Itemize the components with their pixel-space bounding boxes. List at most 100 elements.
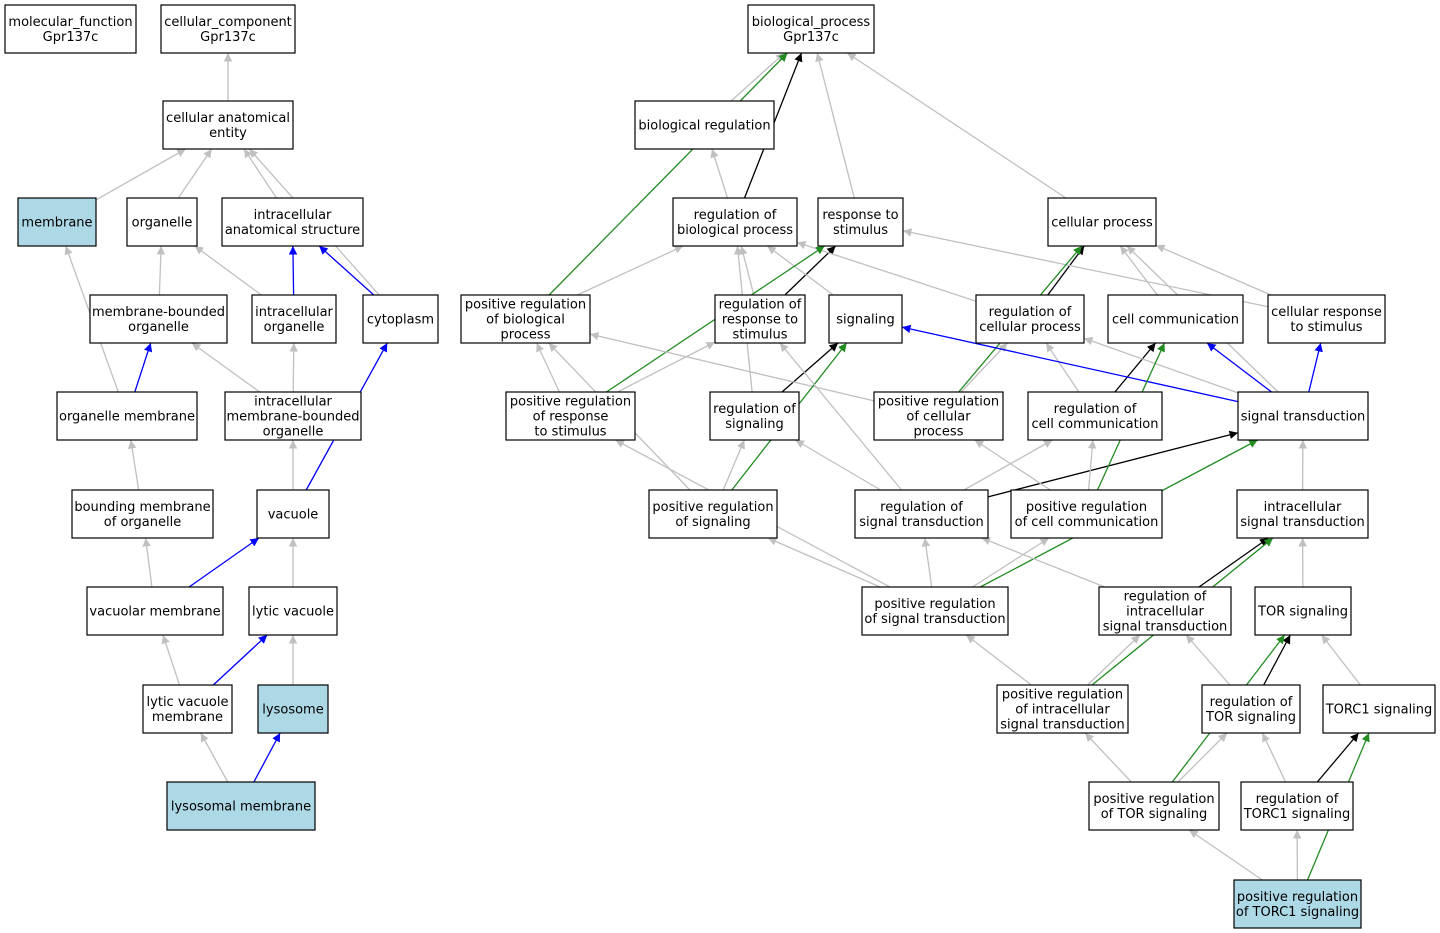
- node-label-line: bounding membrane: [74, 500, 210, 515]
- node-box: [714, 294, 806, 344]
- edge-rtor-is_a-rist: [1185, 634, 1231, 686]
- edge-lysm-is_a-lvm: [200, 732, 229, 783]
- node-box: [256, 489, 330, 539]
- node-box: [861, 586, 1009, 636]
- node-label-line: of signal transduction: [864, 612, 1005, 627]
- edge-prist-is_a-prst: [965, 634, 1032, 686]
- node-box: [89, 294, 228, 344]
- node-label-line: process: [501, 328, 551, 343]
- node-label-line: lysosomal membrane: [171, 800, 311, 815]
- node-box: [251, 294, 337, 344]
- edge-rtorc1-is_a-rtor: [1261, 732, 1287, 783]
- edge-prtor-is_a-prist: [1084, 732, 1132, 783]
- node-lv[interactable]: lytic vacuole: [248, 586, 338, 636]
- node-st[interactable]: signal transduction: [1237, 391, 1369, 441]
- node-label-line: Gpr137c: [43, 30, 99, 45]
- node-tor[interactable]: TOR signaling: [1254, 586, 1352, 636]
- node-label-line: positive regulation: [1237, 890, 1358, 905]
- node-label-line: regulation of: [880, 500, 963, 515]
- node-organelle[interactable]: organelle: [126, 197, 198, 247]
- node-breg[interactable]: biological regulation: [634, 100, 775, 150]
- node-label-line: stimulus: [732, 328, 787, 343]
- node-box: [1088, 781, 1220, 831]
- node-label-line: intracellular: [254, 395, 332, 410]
- node-box: [362, 294, 439, 344]
- node-label-line: of biological: [486, 313, 565, 328]
- edge-rts-is_a-bp: [815, 52, 855, 199]
- node-label-line: signaling: [725, 417, 784, 432]
- edge-lvm-is_a-vm: [161, 634, 181, 686]
- edge-prtorc1-is_a-prtor: [1188, 829, 1263, 881]
- node-label-line: positive regulation: [1002, 688, 1123, 703]
- node-torc1[interactable]: TORC1 signaling: [1322, 684, 1436, 734]
- edge-st-part_of-crs: [1308, 342, 1323, 393]
- node-cc2[interactable]: cell communication: [1107, 294, 1244, 344]
- node-label-line: to stimulus: [1290, 320, 1362, 335]
- edge-cc2-is_a-cp: [1119, 245, 1158, 296]
- node-lysm[interactable]: lysosomal membrane: [166, 781, 316, 831]
- node-label-line: biological regulation: [638, 119, 770, 134]
- edge-st-part_of-cc2: [1206, 342, 1272, 393]
- edge-prst-is_a-rst: [921, 537, 933, 588]
- node-label-line: intracellular: [254, 208, 332, 223]
- node-box: [1027, 391, 1163, 441]
- node-vac[interactable]: vacuole: [256, 489, 330, 539]
- node-cyto[interactable]: cytoplasm: [362, 294, 439, 344]
- node-label-line: regulation of: [1210, 695, 1293, 710]
- edge-mbo-is_a-organelle: [156, 245, 166, 296]
- node-label-line: of intracellular: [1015, 703, 1110, 718]
- node-om[interactable]: organelle membrane: [56, 391, 198, 441]
- node-label-line: TORC1 signaling: [1243, 807, 1351, 822]
- edge-prcp-is_a-rcp: [960, 342, 1008, 393]
- node-box: [221, 197, 364, 247]
- edge-io-part_of-ias: [288, 245, 298, 296]
- node-box: [1237, 391, 1369, 441]
- node-label-line: cellular process: [1051, 216, 1153, 231]
- node-cp[interactable]: cellular process: [1047, 197, 1157, 247]
- node-label-line: organelle: [128, 320, 189, 335]
- node-sig[interactable]: signaling: [828, 294, 903, 344]
- node-label-line: regulation of: [1124, 590, 1207, 605]
- edge-rcp-regulates-cp: [1047, 245, 1085, 296]
- node-label-line: molecular_function: [8, 15, 132, 30]
- edge-rrts-is_a-robp: [739, 245, 755, 296]
- node-vm[interactable]: vacuolar membrane: [86, 586, 224, 636]
- edge-rcp-is_a-robp: [796, 241, 977, 302]
- node-box: [1322, 684, 1436, 734]
- node-lys[interactable]: lysosome: [257, 684, 329, 734]
- node-membrane[interactable]: membrane: [17, 197, 97, 247]
- node-box: [996, 684, 1129, 734]
